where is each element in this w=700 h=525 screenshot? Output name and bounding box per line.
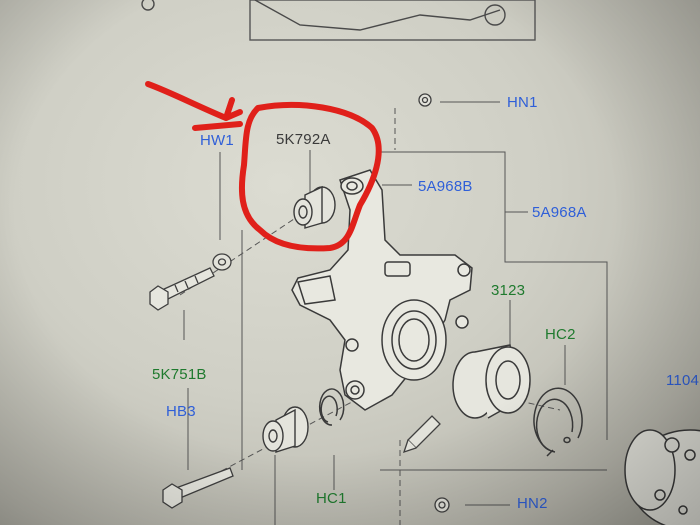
- snap-ring-hc2: [533, 387, 583, 457]
- washer-hw1: [212, 253, 232, 271]
- bolt-5k751b: [149, 267, 215, 311]
- callout-5a968b: 5A968B: [418, 178, 473, 195]
- callout-3123: 3123: [491, 282, 526, 299]
- bushing-lower: [262, 406, 309, 453]
- callout-5a968a: 5A968A: [532, 204, 587, 221]
- snap-ring-hc1: [318, 388, 345, 426]
- bolt-hb3: [162, 467, 234, 509]
- bushing-5k792a: [293, 185, 336, 229]
- callout-5k792a: 5K792A: [276, 131, 331, 148]
- callout-hn1: HN1: [507, 94, 538, 111]
- nut-hn2: [434, 497, 450, 513]
- bearing-3123: [452, 344, 531, 419]
- callout-5k751b: 5K751B: [152, 366, 207, 383]
- red-markup-circle: [145, 81, 382, 252]
- pencil-icon: [402, 415, 441, 454]
- knuckle-5a968: [291, 169, 473, 411]
- hub-1104: [624, 429, 700, 525]
- callout-hn2: HN2: [517, 495, 548, 512]
- upper-assembly-drawing: [141, 0, 536, 41]
- callout-1104: 1104: [666, 372, 700, 389]
- callout-hw1: HW1: [200, 132, 234, 149]
- callout-hb3: HB3: [166, 403, 196, 420]
- nut-hn1: [418, 93, 432, 107]
- callout-hc1: HC1: [316, 490, 347, 507]
- callout-hc2: HC2: [545, 326, 576, 343]
